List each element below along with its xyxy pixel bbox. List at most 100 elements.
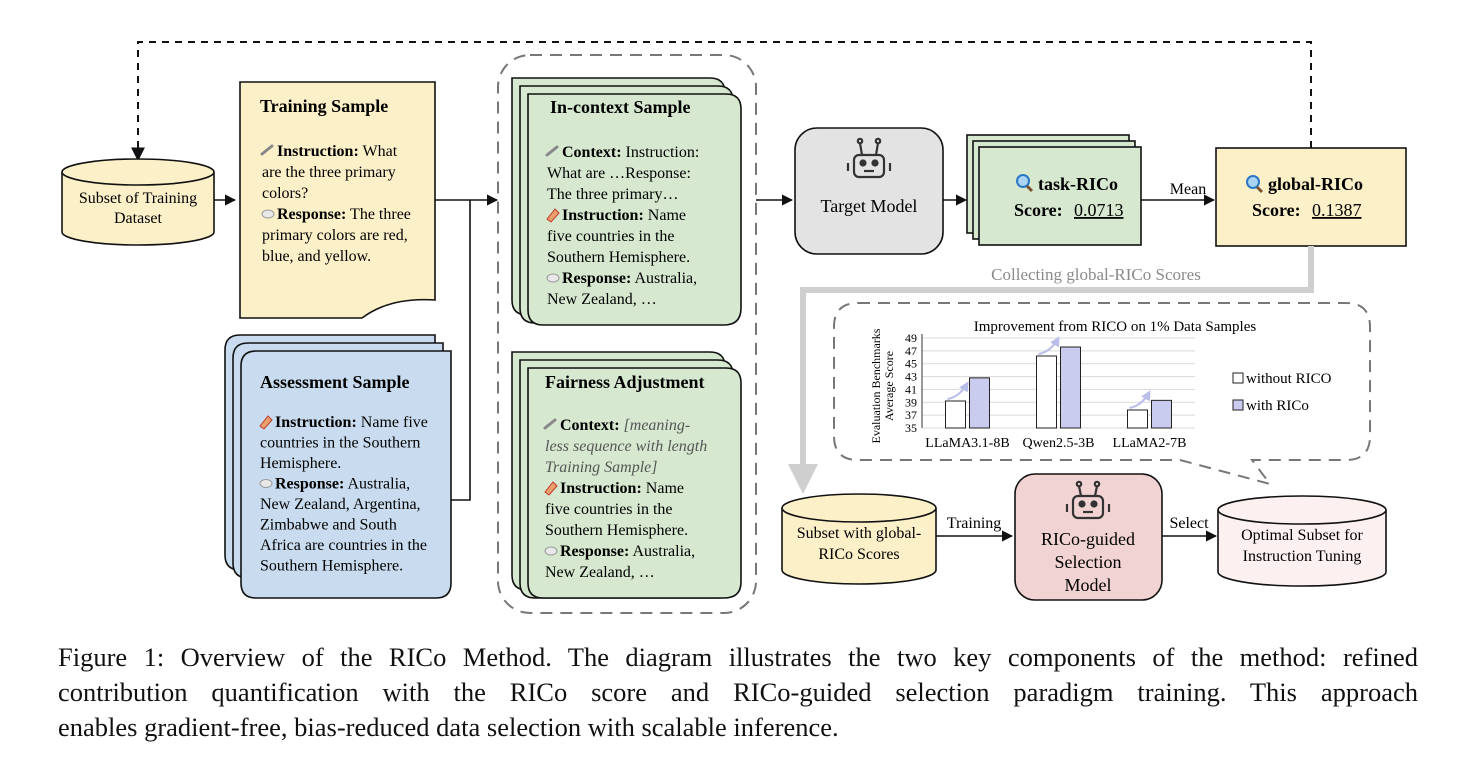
card-text-line: Response: Australia, [560,543,695,560]
y-tick-label: 47 [905,344,917,358]
card-text-line: Context: Instruction: [562,144,699,161]
task-rico-node: task-RICo Score: 0.0713 [966,134,1142,246]
speech-icon [546,273,560,283]
legend-swatch [1232,372,1244,384]
bar [945,400,966,429]
y-tick-label: 35 [905,421,917,435]
training-label: Training [947,515,1002,532]
legend-label: without RICO [1246,371,1332,387]
card-text-line: primary colors are red, [262,227,408,244]
figure-caption: Figure 1: Overview of the RICo Method. T… [58,640,1418,745]
sample-group-boundary [497,54,757,614]
y-tick-label: 37 [905,408,917,422]
improvement-arrow [1038,336,1060,355]
select-label: Select [1169,515,1209,532]
y-tick-label: 39 [905,395,917,409]
card-text-line: Context: [meaning- [560,417,690,434]
optimal-subset-line2: Instruction Tuning [1243,548,1362,565]
subset-training-line1: Subset of Training [79,190,197,207]
card-text-line: Instruction: Name five [275,414,428,431]
instruction-icon [544,481,558,496]
card-text-line: Hemisphere. [260,455,341,472]
caption-line-3: enables gradient-free, bias-reduced data… [58,712,839,742]
speech-icon [261,209,275,219]
assessment-to-incontext-connector [451,200,471,501]
y-tick-label: 43 [905,370,917,384]
chart-title: Improvement from RICO on 1% Data Samples [974,319,1257,335]
card-text-line: Instruction: Name [560,480,684,497]
card-text-line: Response: Australia, [562,270,697,287]
incontext-sample-body: Context: Instruction: What are …Response:… [545,144,699,308]
training-sample-title: Training Sample [260,96,388,116]
subset-global-rico-node: Subset with global- RICo Scores [781,493,937,585]
speech-icon [544,546,558,556]
card-text-line: Training Sample] [545,459,657,476]
global-rico-score-label: Score: [1252,200,1301,220]
link-icon [545,145,559,157]
card-text-line: Instruction: Name [562,207,686,224]
fairness-adjustment-body: Context: [meaning-less sequence with len… [543,417,707,581]
robot-icon [846,137,892,179]
collecting-scores-label: Collecting global-RICo Scores [991,265,1201,284]
bar [1060,346,1081,429]
card-text-line: colors? [262,185,308,202]
instruction-icon [259,415,273,430]
task-rico-score: 0.0713 [1074,200,1124,220]
x-tick-label: LLaMA3.1-8B [925,436,1009,451]
improvement-arrow [947,381,969,400]
collecting-scores-arrow [788,246,1314,494]
y-tick-label: 41 [905,382,917,396]
rico-model-line1: RICo-guided [1041,529,1135,549]
bar [1127,409,1148,429]
optimal-subset-node: Optimal Subset for Instruction Tuning [1217,495,1387,587]
feedback-loop-arrow [131,41,1312,162]
subset-global-line2: RICo Scores [818,546,899,563]
assessment-sample-title: Assessment Sample [260,372,410,392]
card-text-line: Response: The three [277,206,411,223]
assessment-sample-card: Assessment Sample Instruction: Name five… [224,334,452,599]
robot-icon [1065,480,1111,520]
caption-line-2: contribution quantification with the RIC… [58,677,1418,707]
y-axis-label: Evaluation Benchmarks [869,328,883,443]
x-tick-label: LLaMA2-7B [1113,436,1187,451]
y-tick-label: 49 [905,331,917,345]
bar [1151,399,1172,429]
incontext-sample-card: In-context Sample Context: Instruction:W… [511,77,742,326]
instruction-icon [546,208,560,223]
fairness-adjustment-card: Fairness Adjustment Context: [meaning-le… [511,351,742,599]
target-model-label: Target Model [821,196,918,216]
card-text-line: Africa are countries in the [260,537,427,554]
card-text-line: Southern Hemisphere. [260,558,403,575]
magnifier-icon [1016,174,1034,193]
global-rico-node: global-RICo Score: 0.1387 [1215,147,1407,247]
task-rico-score-label: Score: [1014,200,1063,220]
diagram-canvas: Subset of Training Dataset Training Samp… [61,41,1407,614]
instruction-icon [260,144,274,156]
card-text-line: The three primary… [547,186,679,203]
magnifier-icon [1246,175,1264,194]
global-rico-title: global-RICo [1268,174,1363,194]
y-axis-label: Average Score [882,351,896,421]
optimal-subset-line1: Optimal Subset for [1241,527,1363,544]
card-text-line: countries in the Southern [260,435,420,452]
card-text-line: blue, and yellow. [262,248,371,265]
bar-chart: Improvement from RICO on 1% Data Samples… [869,319,1332,451]
chart-bubble [833,302,1371,486]
legend-label: with RICo [1246,398,1309,414]
fairness-adjustment-title: Fairness Adjustment [545,372,705,392]
target-model-node: Target Model [794,127,944,255]
legend-swatch [1232,399,1244,411]
bar [969,377,990,429]
speech-icon [259,479,273,488]
assessment-sample-body: Instruction: Name five countries in the S… [259,414,428,575]
y-tick-label: 45 [905,357,917,371]
subset-training-dataset-node: Subset of Training Dataset [61,158,215,246]
improvement-arrow [1129,390,1151,409]
card-text-line: What are …Response: [547,165,691,182]
card-text-line: New Zealand, … [547,291,657,308]
rico-model-line2: Selection [1055,552,1122,572]
x-tick-label: Qwen2.5-3B [1023,436,1095,451]
subset-global-line1: Subset with global- [797,525,921,542]
